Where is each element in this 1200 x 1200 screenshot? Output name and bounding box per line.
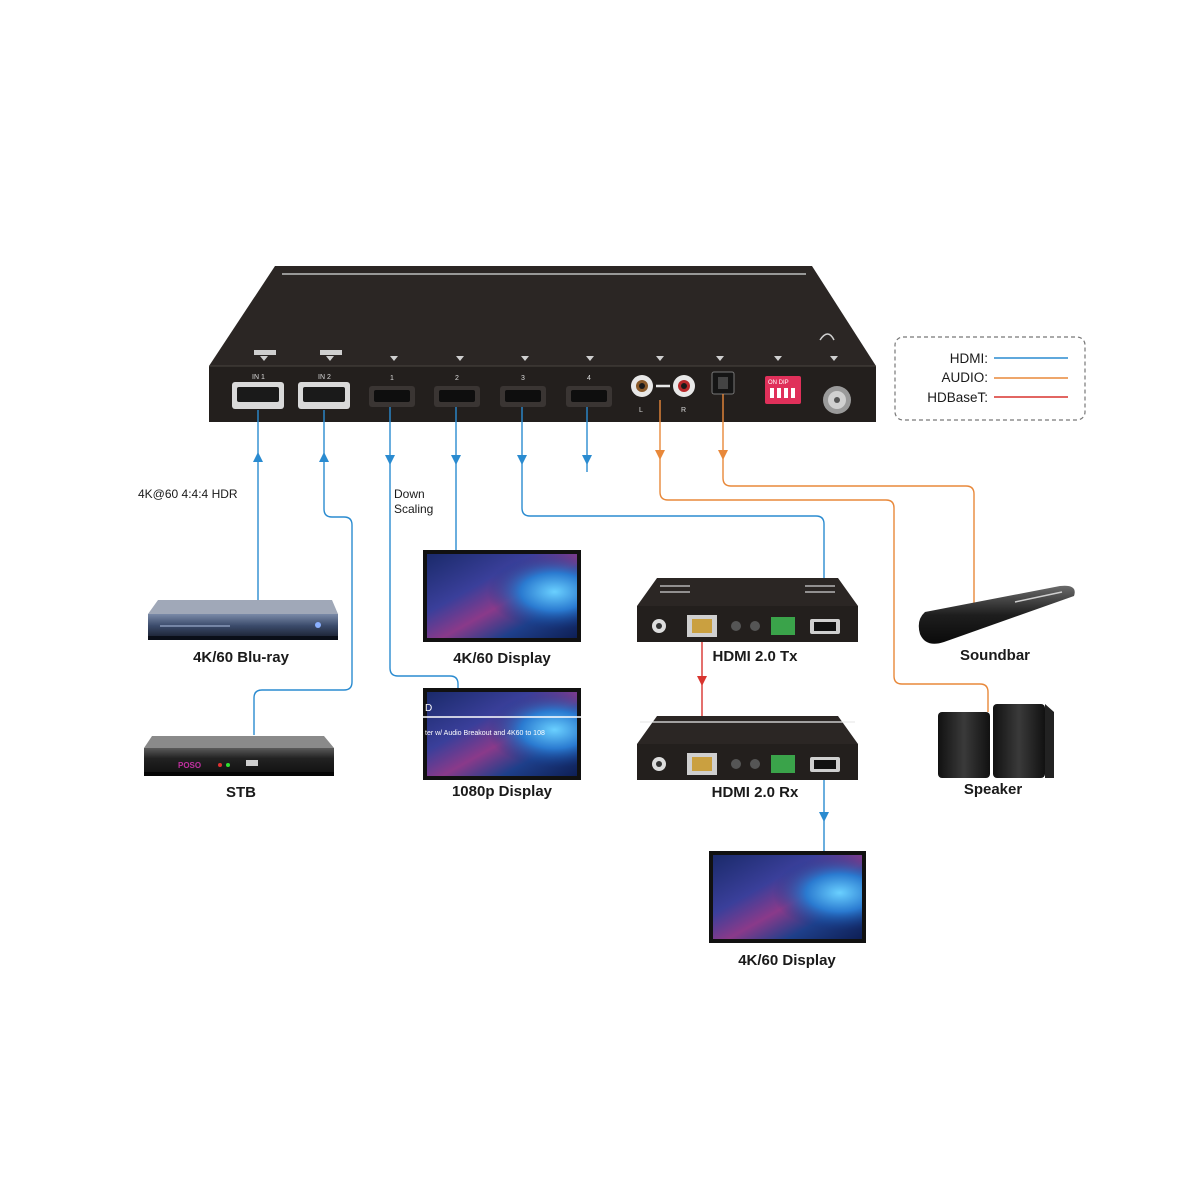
display-4k-bottom (709, 851, 866, 943)
optical-audio-out[interactable] (711, 371, 735, 395)
cables (253, 394, 989, 852)
power-connector[interactable] (823, 386, 851, 414)
legend-audio-label: AUDIO: (941, 370, 988, 385)
tx-label: HDMI 2.0 Tx (712, 648, 798, 665)
dip-label: ON DIP (768, 380, 789, 386)
cable-rca-speaker (659, 400, 989, 712)
hdmi-port-out2[interactable]: 2 (434, 375, 480, 407)
screen-overlay-line2: ter w/ Audio Breakout and 4K60 to 108 (425, 730, 545, 737)
legend-hdbaset-label: HDBaseT: (927, 390, 988, 405)
port-label-in2: IN 2 (318, 374, 331, 381)
hdmi-rx-extender (637, 716, 858, 780)
hdmi-port-out4[interactable]: 4 (566, 375, 612, 407)
hdmi-tx-extender (637, 578, 858, 642)
port-label-out2: 2 (455, 375, 459, 382)
rx-label: HDMI 2.0 Rx (712, 784, 799, 801)
display-1080p-label: 1080p Display (452, 783, 553, 800)
legend-hdmi-label: HDMI: (950, 351, 988, 366)
rca-audio-out[interactable]: L R (631, 375, 695, 414)
display-4k-top-label: 4K/60 Display (453, 650, 551, 667)
dip-switch[interactable]: ON DIP (765, 376, 801, 404)
soundbar-label: Soundbar (960, 647, 1030, 664)
port-label-in1: IN 1 (252, 374, 265, 381)
hdmi-port-in2[interactable]: IN 2 (298, 374, 350, 409)
down-scaling-note-line2: Scaling (394, 502, 433, 516)
display-1080p: D ter w/ Audio Breakout and 4K60 to 108 (423, 688, 581, 780)
stb-brand: POSO (178, 761, 201, 770)
brand-logo (819, 333, 835, 341)
cable-stb-in2 (253, 410, 353, 735)
rca-label-r: R (681, 407, 686, 414)
hdmi-port-in1[interactable]: IN 1 (232, 374, 284, 409)
stb-box: POSO (144, 736, 334, 776)
input-format-note: 4K@60 4:4:4 HDR (138, 487, 238, 501)
legend: HDMI: AUDIO: HDBaseT: (894, 336, 1086, 421)
cable-optical-soundbar (722, 394, 975, 604)
hdmi-port-out1[interactable]: 1 (369, 375, 415, 407)
speakers (938, 704, 1054, 778)
display-4k-top (423, 550, 581, 642)
port-label-out3: 3 (521, 375, 525, 382)
cable-out1-1080p (389, 407, 459, 690)
down-scaling-note-line1: Down (394, 487, 425, 501)
screen-overlay-line1: D (425, 703, 432, 714)
display-4k-bottom-label: 4K/60 Display (738, 952, 836, 969)
port-label-out1: 1 (390, 375, 394, 382)
hdmi-port-out3[interactable]: 3 (500, 375, 546, 407)
bluray-label: 4K/60 Blu-ray (193, 649, 290, 666)
speaker-label: Speaker (964, 781, 1023, 798)
port-label-out4: 4 (587, 375, 591, 382)
cable-out3-tx (521, 407, 825, 622)
bluray-player (148, 600, 338, 640)
soundbar (918, 585, 1075, 644)
stb-label: STB (226, 784, 256, 801)
rca-label-l: L (639, 407, 643, 414)
